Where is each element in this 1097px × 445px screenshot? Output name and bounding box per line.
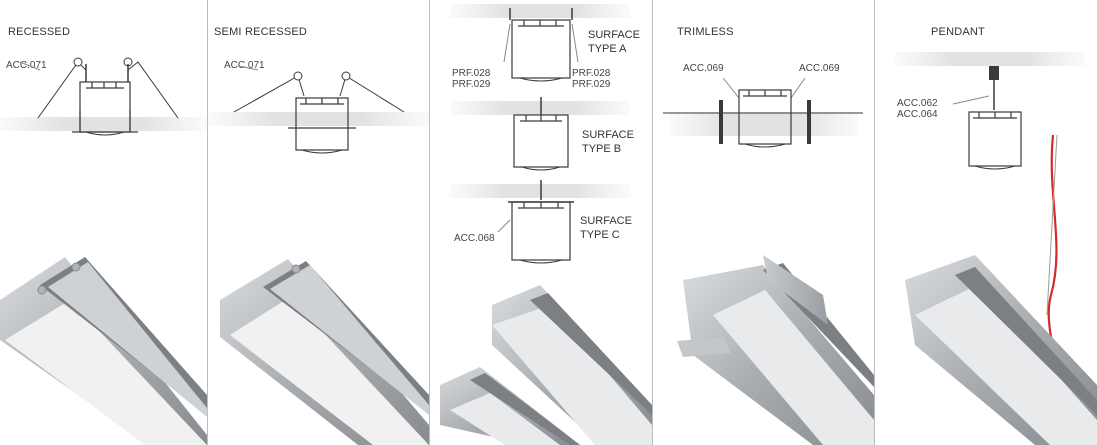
- surface-label-line: TYPE C: [580, 229, 620, 241]
- accessory-label-left: ACC.069: [683, 63, 724, 74]
- pendant-section-diagram: [895, 52, 1085, 170]
- surface-label-line: SURFACE: [582, 129, 634, 141]
- profile-code: PRF.028: [572, 68, 611, 79]
- surface-label-line: TYPE A: [588, 43, 627, 55]
- recessed-section-diagram: [0, 57, 207, 136]
- surface-type-c-label: SURFACE TYPE C: [580, 214, 632, 242]
- semi-recessed-section-diagram: [208, 65, 429, 154]
- surface-type-a-label: SURFACE TYPE A: [588, 28, 640, 56]
- panel-title: PENDANT: [931, 26, 985, 38]
- accessory-label: ACC.071: [6, 60, 47, 71]
- surface-type-b-diagram: [450, 97, 630, 171]
- panel-divider: [652, 0, 653, 445]
- panel-title: TRIMLESS: [677, 26, 734, 38]
- accessory-code: ACC.064: [897, 109, 938, 120]
- profile-code: PRF.029: [572, 79, 611, 90]
- profile-label-right: PRF.028 PRF.029: [572, 68, 610, 90]
- surface-label-line: SURFACE: [580, 215, 632, 227]
- panel-title: SEMI RECESSED: [214, 26, 308, 38]
- panel-title: RECESSED: [8, 26, 71, 38]
- panel-pendant: PENDANT ACC.062 ACC.064: [875, 0, 1097, 445]
- accessory-label-right: ACC.069: [799, 63, 840, 74]
- panel-divider: [207, 0, 208, 445]
- surface-type-a-diagram: [450, 4, 630, 82]
- profile-code: PRF.029: [452, 79, 491, 90]
- panel-divider: [429, 0, 430, 445]
- profile-code: PRF.028: [452, 68, 491, 79]
- panel-trimless: TRIMLESS ACC.069 ACC.069: [653, 0, 874, 445]
- panel-surface: PRF.028 PRF.029 PRF.028 PRF.029 SURFACE …: [430, 0, 652, 445]
- trimless-section-diagram: [663, 77, 863, 148]
- surface-type-c-diagram: [450, 180, 630, 264]
- accessory-label: ACC.071: [224, 60, 265, 71]
- accessory-label: ACC.062 ACC.064: [897, 98, 938, 120]
- accessory-label: ACC.068: [454, 233, 495, 244]
- panel-semi-recessed: SEMI RECESSED ACC.071: [208, 0, 429, 445]
- profile-label-left: PRF.028 PRF.029: [452, 68, 490, 90]
- surface-type-b-label: SURFACE TYPE B: [582, 128, 634, 156]
- pendant-profile-render: [905, 134, 1097, 445]
- trimless-profile-render: [677, 255, 874, 445]
- semi-recessed-profile-render: [220, 259, 429, 445]
- surface-label-line: SURFACE: [588, 29, 640, 41]
- surface-label-line: TYPE B: [582, 143, 622, 155]
- recessed-profile-render: [0, 257, 207, 445]
- surface-profile-render: [440, 285, 652, 445]
- panel-divider: [874, 0, 875, 445]
- accessory-code: ACC.062: [897, 98, 938, 109]
- panel-recessed: RECESSED ACC.071: [0, 0, 207, 445]
